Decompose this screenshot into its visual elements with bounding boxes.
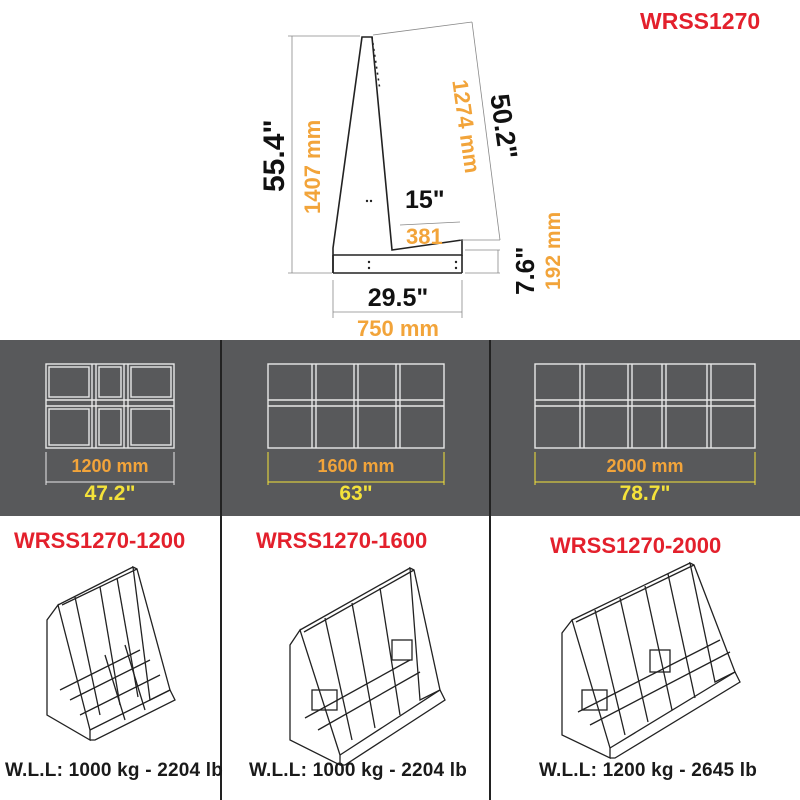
shelf-mm-label: 381	[406, 224, 443, 249]
rack-1200-illustration	[46, 565, 176, 742]
length-in-1600: 63"	[339, 482, 373, 505]
rack-2000-illustration	[561, 561, 741, 760]
length-mm-1200: 1200 mm	[71, 456, 149, 476]
model-title: WRSS1270	[640, 8, 761, 34]
depth-in-label: 29.5"	[367, 284, 429, 312]
length-mm-2000: 2000 mm	[606, 456, 684, 476]
wll-1200: W.L.L: 1000 kg - 2204 lb	[4, 760, 224, 781]
model-name-1200: WRSS1270-1200	[14, 528, 186, 553]
length-mm-1600: 1600 mm	[317, 456, 395, 476]
depth-mm-label: 750 mm	[357, 316, 439, 341]
model-name-1600: WRSS1270-1600	[256, 528, 428, 553]
model-name-2000: WRSS1270-2000	[550, 533, 722, 558]
shelf-in-label: 15"	[405, 186, 445, 214]
wll-2000: W.L.L: 1200 kg - 2645 lb	[538, 760, 758, 781]
column-divider-1	[220, 340, 222, 800]
column-divider-2	[489, 340, 491, 800]
length-in-2000: 78.7"	[619, 482, 671, 505]
length-in-1200: 47.2"	[84, 482, 136, 505]
wll-1600: W.L.L: 1000 kg - 2204 lb	[248, 760, 468, 781]
rack-1600-illustration	[289, 566, 446, 767]
